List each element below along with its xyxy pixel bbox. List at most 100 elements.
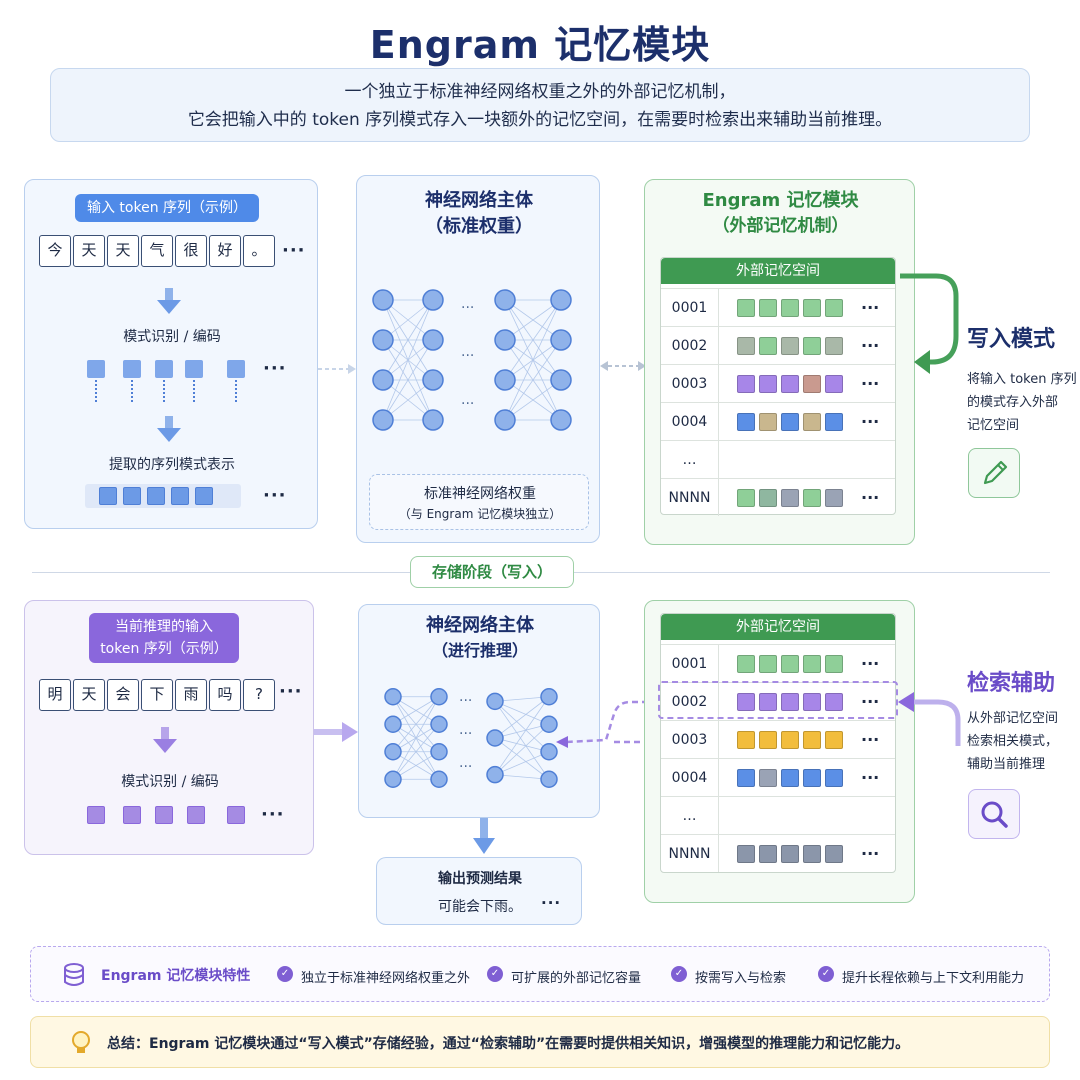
nn-ellipsis: ··· (461, 396, 474, 412)
memory-cell (825, 693, 843, 711)
memory-row-ellipsis: ··· (861, 298, 880, 317)
top-step-extract: 提取的序列模式表示 (109, 457, 235, 473)
top-encode-ellipsis: ··· (263, 358, 287, 379)
memory-cell (759, 845, 777, 863)
memory-row-ellipsis: ··· (861, 336, 880, 355)
nn-ellipsis: ··· (459, 759, 472, 775)
token-box: 气 (141, 235, 173, 267)
memory-cell (825, 337, 843, 355)
nn-node (550, 369, 572, 391)
output-box: 输出预测结果 可能会下雨。 ··· (376, 857, 582, 925)
token-box: 吗 (209, 679, 241, 711)
top-extract-ellipsis: ··· (263, 485, 287, 506)
pattern-square (187, 806, 205, 824)
nn-node (372, 289, 394, 311)
top-nn-note-box: 标准神经网络权重 （与 Engram 记忆模块独立） (369, 474, 589, 530)
token-box: ? (243, 679, 275, 711)
nn-node (486, 729, 504, 747)
token-box: 很 (175, 235, 207, 267)
nn-node (430, 688, 448, 706)
top-nn-title: 神经网络主体 (425, 190, 533, 211)
write-desc-3: 记忆空间 (967, 418, 1020, 433)
memory-row-id: 0004 (661, 403, 719, 440)
memory-cell (759, 655, 777, 673)
memory-row-id: 0003 (661, 365, 719, 402)
subtitle-box: 一个独立于标准神经网络权重之外的外部记忆机制， 它会把输入中的 token 序列… (50, 68, 1030, 142)
pattern-square (195, 487, 213, 505)
memory-cell (803, 655, 821, 673)
memory-cell (825, 413, 843, 431)
memory-row-ellipsis: ··· (861, 488, 880, 507)
features-bar: Engram 记忆模块特性 ✓ 独立于标准神经网络权重之外 ✓ 可扩展的外部记忆… (30, 946, 1050, 1002)
nn-node (372, 409, 394, 431)
nn-node (372, 369, 394, 391)
summary-text: 总结：Engram 记忆模块通过“写入模式”存储经验，通过“检索辅助”在需要时提… (107, 1036, 910, 1052)
token-box: 。 (243, 235, 275, 267)
features-title: Engram 记忆模块特性 (101, 968, 251, 984)
nn-ellipsis: ··· (459, 726, 472, 742)
bottom-nn-title: 神经网络主体 (426, 615, 534, 636)
memory-row-ellipsis: ··· (861, 412, 880, 431)
retrieve-desc-1: 从外部记忆空间 (967, 711, 1059, 726)
summary-bar: 总结：Engram 记忆模块通过“写入模式”存储经验，通过“检索辅助”在需要时提… (30, 1016, 1050, 1068)
memory-cell (825, 489, 843, 507)
top-nn-note-1: 标准神经网络权重 (424, 486, 536, 502)
neural-network-icon: ········· (384, 688, 558, 788)
memory-row: 0001··· (661, 644, 895, 682)
memory-cell (737, 489, 755, 507)
memory-cell (825, 845, 843, 863)
memory-row-ellipsis: ··· (861, 730, 880, 749)
bottom-input-panel: 当前推理的输入 token 序列（示例） ··· 模式识别 / 编码 ··· 明… (24, 600, 314, 855)
memory-cell (803, 299, 821, 317)
bottom-nn-panel: 神经网络主体 （进行推理） ········· (358, 604, 600, 818)
pattern-square (123, 806, 141, 824)
memory-cell (781, 299, 799, 317)
memory-cell (737, 731, 755, 749)
top-memory-header: 外部记忆空间 (661, 258, 895, 284)
memory-cell (759, 413, 777, 431)
memory-cell (759, 337, 777, 355)
output-ellipsis: ··· (541, 894, 562, 912)
bottom-step-encode: 模式识别 / 编码 (121, 774, 219, 790)
memory-cell (825, 731, 843, 749)
search-icon (968, 789, 1020, 839)
arrow-down-icon (153, 727, 177, 759)
token-box: 会 (107, 679, 139, 711)
nn-node (486, 692, 504, 711)
retrieved-row-highlight (658, 681, 898, 719)
top-nn-panel: 神经网络主体 （标准权重） ········· 标准神经网络权重 （与 Engr… (356, 175, 600, 543)
nn-node (430, 770, 448, 788)
memory-row-ellipsis: ··· (861, 692, 880, 711)
engram-title: Engram 记忆模块 (702, 190, 859, 211)
token-box: 天 (73, 235, 105, 267)
top-token-ellipsis: ··· (282, 240, 306, 261)
memory-cell (825, 299, 843, 317)
feature-item-4: 提升长程依赖与上下文利用能力 (842, 971, 1025, 986)
connector-line (235, 380, 237, 402)
pattern-square (87, 360, 105, 378)
memory-cell (825, 769, 843, 787)
retrieve-assist-title: 检索辅助 (967, 671, 1056, 696)
feature-item-1: 独立于标准神经网络权重之外 (301, 971, 471, 986)
subtitle-line-2: 它会把输入中的 token 序列模式存入一块额外的记忆空间，在需要时检索出来辅助… (187, 110, 893, 130)
memory-row-id: … (661, 797, 719, 834)
connector-line (95, 380, 97, 402)
arrow-down-icon (473, 818, 495, 860)
top-nn-subtitle: （标准权重） (425, 216, 533, 237)
memory-cell (737, 693, 755, 711)
memory-cell (803, 413, 821, 431)
bottom-memory-header: 外部记忆空间 (661, 614, 895, 640)
write-arrow-icon (896, 264, 966, 388)
memory-cell (759, 489, 777, 507)
page-title: Engram 记忆模块 (369, 23, 711, 67)
pattern-square (99, 487, 117, 505)
database-icon (63, 963, 85, 991)
pattern-square (123, 360, 141, 378)
token-box: 今 (39, 235, 71, 267)
pattern-square (227, 360, 245, 378)
pattern-square (123, 487, 141, 505)
check-icon: ✓ (818, 966, 834, 982)
memory-cell (825, 375, 843, 393)
neural-network-icon: ········· (372, 289, 572, 431)
write-desc-2: 的模式存入外部 (967, 395, 1059, 410)
